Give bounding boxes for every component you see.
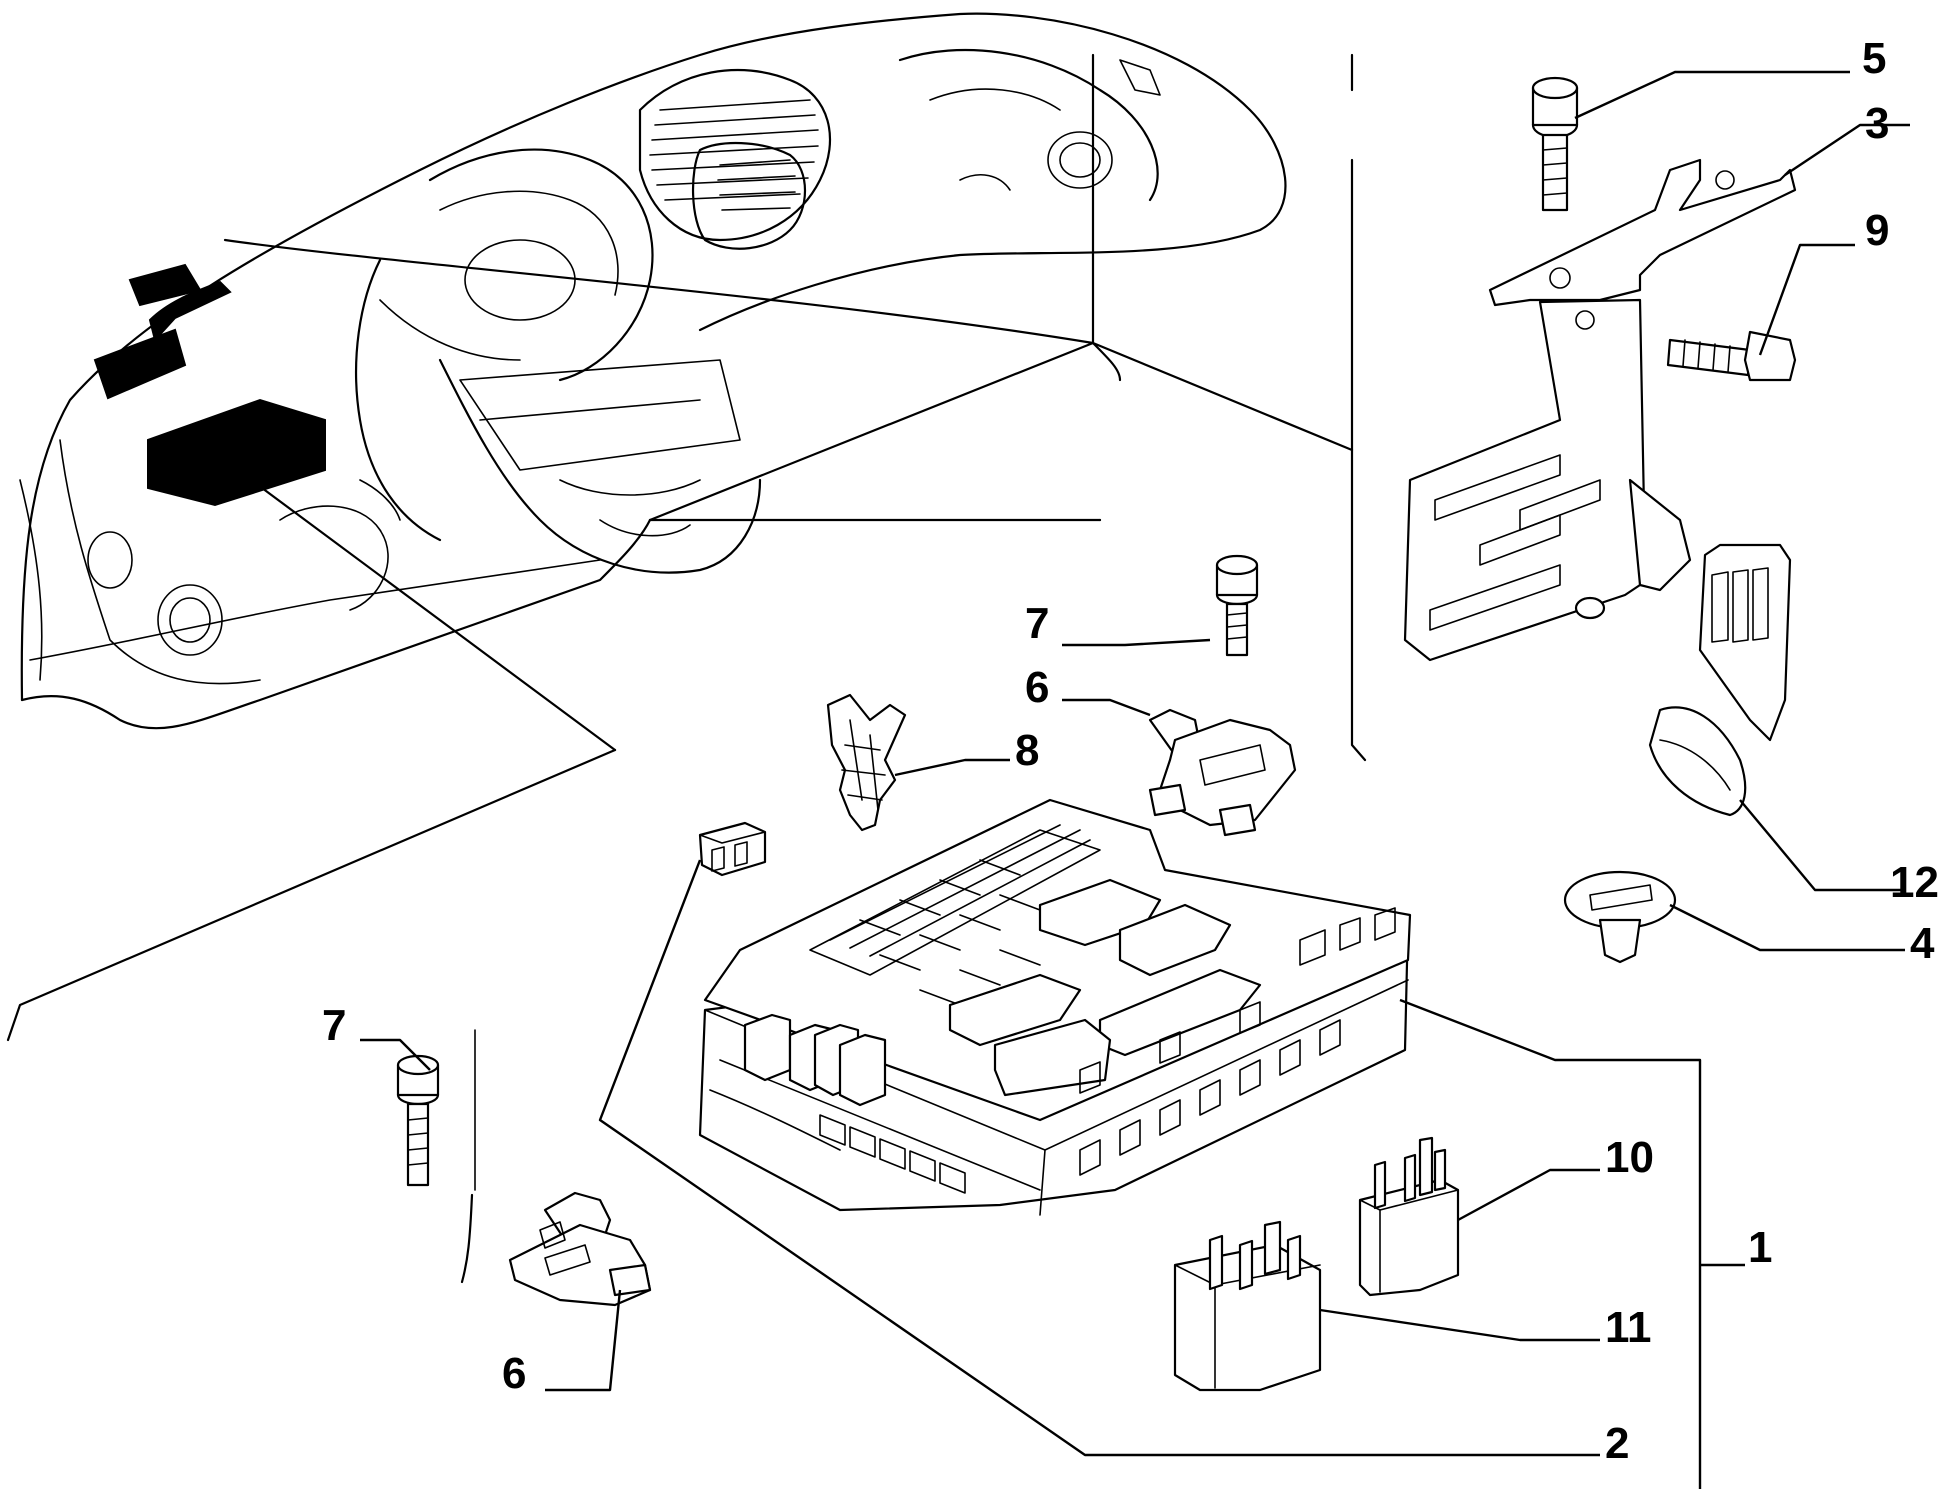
fuse-box-location-highlight [93,263,326,507]
push-clip-4 [1563,870,1677,964]
clip-12 [1648,543,1792,817]
callout-12: 12 [1890,858,1939,907]
callout-6-top: 6 [1025,663,1049,712]
callout-7-top: 7 [1025,599,1049,648]
callout-7-bottom: 7 [322,1001,346,1050]
dashboard-overview [6,12,1287,1042]
callout-8: 8 [1015,726,1039,775]
leader-lines [360,53,1910,1489]
callout-4: 4 [1910,919,1935,968]
fuse-slot-grid [809,824,1101,1006]
callout-3: 3 [1865,99,1889,148]
bracket-clip-6-bottom [460,1029,652,1307]
callout-5: 5 [1862,34,1886,83]
callout-numbers: 5 3 9 7 6 8 12 4 1 10 11 2 7 6 [322,34,1939,1468]
callout-10: 10 [1605,1133,1654,1182]
relay-11 [1173,1220,1322,1392]
mini-fuse-2 [698,821,767,877]
bolt-9 [1666,330,1797,382]
bracket-clip-6-top [1148,708,1297,837]
bolt-7-bottom [396,1054,440,1187]
callout-6-bottom: 6 [502,1349,526,1398]
relay-10 [1358,1136,1460,1297]
fuse-box-1 [698,798,1412,1216]
callout-11: 11 [1605,1303,1652,1352]
fir-tree-clip-8 [826,693,907,832]
center-vent-grille [649,99,819,201]
callout-1: 1 [1748,1223,1772,1272]
bolt-7-top [1215,554,1259,657]
bolt-5 [1531,76,1579,212]
callout-2: 2 [1605,1419,1629,1468]
mounting-bracket [1403,158,1797,662]
callout-9: 9 [1865,206,1889,255]
